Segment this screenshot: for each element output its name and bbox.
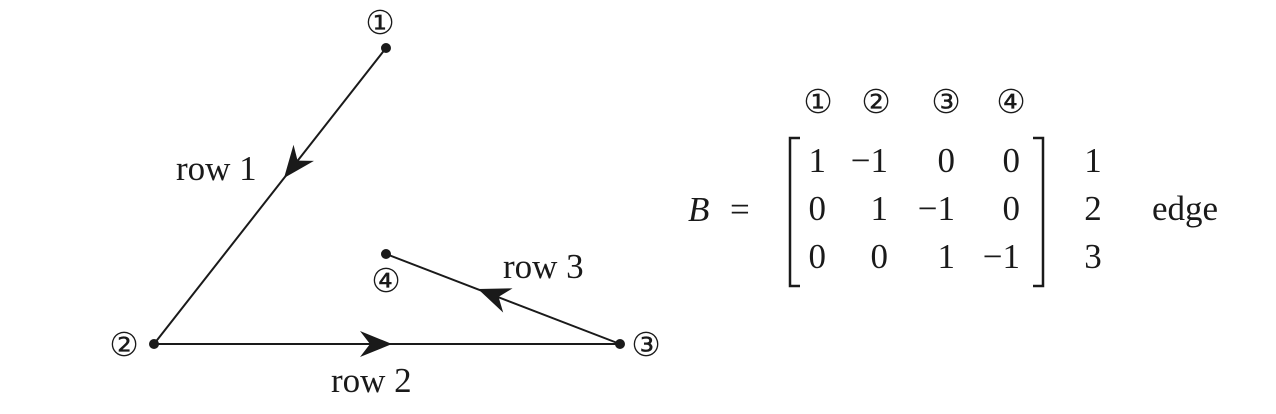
- edge-row-3-label: row 3: [503, 247, 584, 286]
- matrix-column-header: ②: [861, 85, 891, 121]
- matrix-row-label: 1: [1084, 141, 1102, 180]
- matrix-side-label: edge: [1152, 189, 1218, 228]
- matrix-column-header: ①: [803, 85, 833, 121]
- vertex-1-label: ①: [365, 6, 395, 42]
- edge-row-1: [153, 47, 387, 345]
- graph-vertices: [149, 43, 625, 349]
- matrix-cell: 1: [871, 189, 889, 228]
- matrix-cell: 0: [1003, 189, 1021, 228]
- matrix-row-label: 3: [1084, 237, 1102, 276]
- matrix-cell: −1: [918, 189, 955, 228]
- equals-sign: =: [730, 190, 750, 229]
- edge-row-3: [385, 253, 621, 345]
- matrix-cell: −1: [851, 141, 888, 180]
- matrix-cell: −1: [983, 237, 1020, 276]
- matrix-right-bracket: [1033, 136, 1045, 288]
- matrix-cell: 0: [1003, 141, 1021, 180]
- matrix-cell: 0: [871, 237, 889, 276]
- vertex-4-dot: [381, 249, 391, 259]
- vertex-1-dot: [381, 43, 391, 53]
- matrix-cell: 0: [938, 141, 956, 180]
- edge-arrowheads: [284, 144, 513, 357]
- vertex-3-label: ③: [631, 328, 661, 364]
- matrix-column-header: ④: [996, 85, 1026, 121]
- incidence-matrix-equation: B = ① ② ③ ④ 1 −1 0 0 0 1 −1 0 0 0 1 −1 1…: [688, 85, 1218, 288]
- matrix-row-label: 2: [1084, 189, 1102, 228]
- arrowhead-row-1: [284, 144, 314, 178]
- edge-row-2-label: row 2: [331, 361, 412, 400]
- matrix-cell: 1: [809, 141, 827, 180]
- matrix-name: B: [688, 190, 709, 229]
- vertex-4-label: ④: [371, 264, 401, 300]
- arrowhead-row-3: [478, 288, 513, 313]
- matrix-cell: 1: [938, 237, 956, 276]
- matrix-column-header: ③: [931, 85, 961, 121]
- matrix-cell: 0: [809, 189, 827, 228]
- arrowhead-row-2: [360, 331, 392, 357]
- matrix-left-bracket: [788, 136, 800, 288]
- vertex-3-dot: [615, 339, 625, 349]
- vertex-2-label: ②: [109, 328, 139, 364]
- edge-row-1-label: row 1: [176, 149, 257, 188]
- matrix-cell: 0: [809, 237, 827, 276]
- vertex-2-dot: [149, 339, 159, 349]
